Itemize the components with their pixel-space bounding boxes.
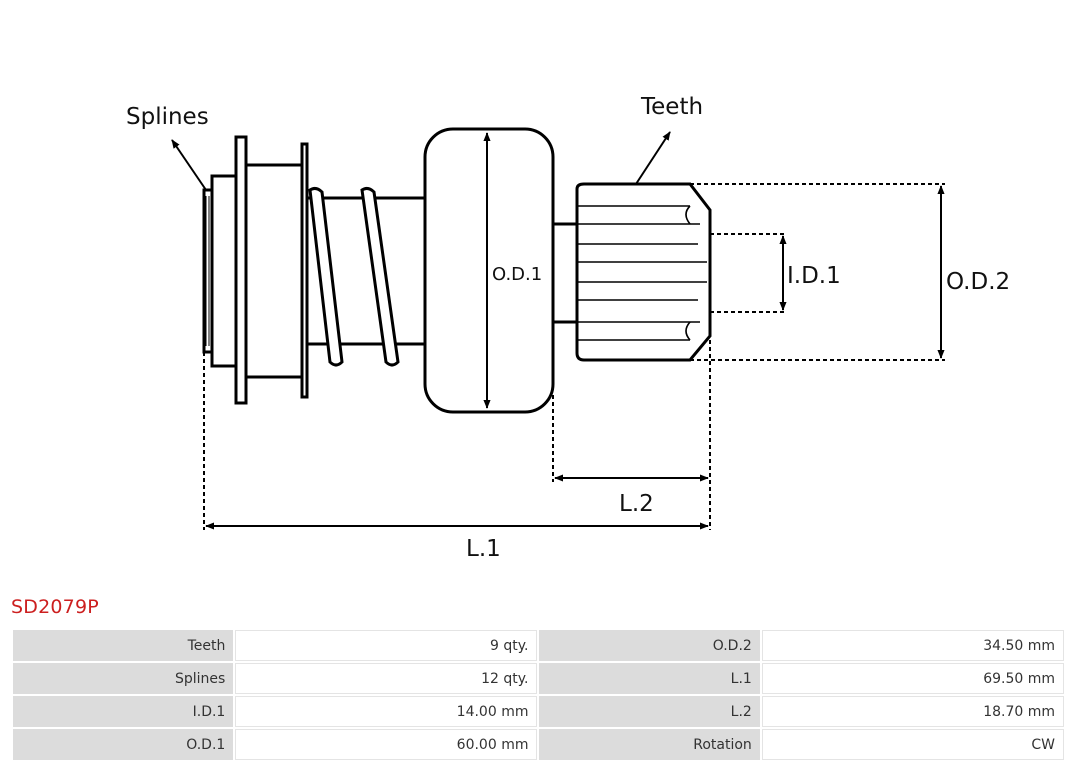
spec-value: 12 qty. [235, 663, 538, 694]
l2-label: L.2 [619, 491, 654, 517]
spec-value: 69.50 mm [761, 663, 1064, 694]
table-row: Teeth 9 qty. O.D.2 34.50 mm [13, 630, 1064, 661]
spec-label: Splines [13, 663, 234, 694]
spec-label: I.D.1 [13, 696, 234, 727]
spec-value: 9 qty. [235, 630, 538, 661]
drive-body [202, 127, 712, 414]
spec-label: Teeth [13, 630, 234, 661]
l1-label: L.1 [466, 536, 501, 562]
table-row: Splines 12 qty. L.1 69.50 mm [13, 663, 1064, 694]
od1-label: O.D.1 [492, 264, 542, 285]
spec-label: O.D.1 [13, 729, 234, 760]
spec-label: O.D.2 [539, 630, 760, 661]
specs-table: Teeth 9 qty. O.D.2 34.50 mm Splines 12 q… [11, 628, 1066, 762]
dimension-arrows [171, 131, 945, 530]
spec-value: 14.00 mm [235, 696, 538, 727]
spec-label: Rotation [539, 729, 760, 760]
table-row: O.D.1 60.00 mm Rotation CW [13, 729, 1064, 760]
spec-label: L.1 [539, 663, 760, 694]
id1-label: I.D.1 [787, 263, 841, 289]
spec-value: 60.00 mm [235, 729, 538, 760]
splines-label: Splines [126, 104, 209, 130]
teeth-label: Teeth [640, 94, 703, 120]
table-row: I.D.1 14.00 mm L.2 18.70 mm [13, 696, 1064, 727]
extension-lines [203, 183, 945, 530]
product-code: SD2079P [11, 596, 99, 618]
spec-value: CW [761, 729, 1064, 760]
spec-label: L.2 [539, 696, 760, 727]
od2-label: O.D.2 [946, 269, 1010, 295]
starter-drive-diagram: Splines Teeth O.D.1 O.D.2 I.D.1 L.2 L.1 [126, 94, 1010, 562]
spec-value: 34.50 mm [761, 630, 1064, 661]
spec-value: 18.70 mm [761, 696, 1064, 727]
pinion-teeth [577, 205, 707, 341]
